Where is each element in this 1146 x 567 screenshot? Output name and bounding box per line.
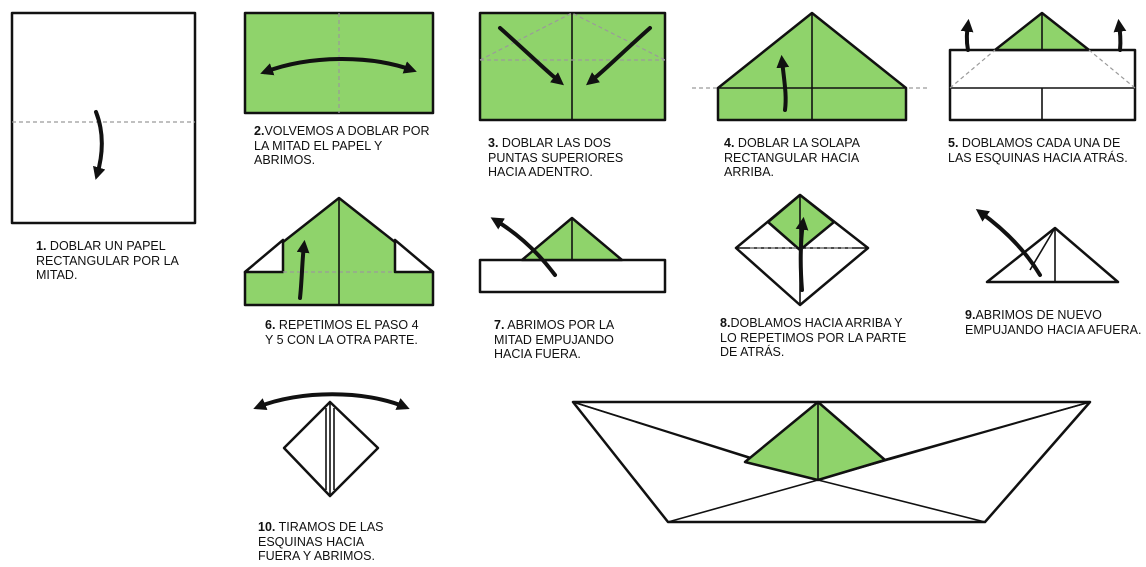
fold-up-arrow-icon: [776, 54, 790, 112]
step-2-figure: [243, 11, 435, 115]
step-5-caption: 5. DOBLAMOS CADA UNA DE LAS ESQUINAS HAC…: [948, 136, 1128, 165]
step-6-figure: [243, 196, 435, 307]
fold-down-arrow-icon: [93, 110, 106, 180]
final-boat-figure: [571, 400, 1092, 524]
step-10-figure: [253, 392, 410, 498]
step-8-figure: [734, 193, 870, 307]
corner-back-right-arrow-icon: [1113, 18, 1127, 52]
push-out-arrow-icon: [975, 209, 1042, 277]
step-6-caption: 6. REPETIMOS EL PASO 4 Y 5 CON LA OTRA P…: [265, 318, 419, 347]
double-arrow-icon: [260, 57, 417, 76]
step-9-figure: [975, 209, 1120, 284]
step-3-caption: 3. DOBLAR LAS DOS PUNTAS SUPERIORES HACI…: [488, 136, 624, 179]
fold-up-arrow-icon: [795, 216, 809, 292]
step-1-caption: 1. DOBLAR UN PAPEL RECTANGULAR POR LA MI…: [36, 239, 179, 282]
step-4-caption: 4. DOBLAR LA SOLAPA RECTANGULAR HACIA AR…: [724, 136, 860, 179]
step-8-caption: 8.DOBLAMOS HACIA ARRIBA Y LO REPETIMOS P…: [720, 316, 907, 359]
step-9-caption: 9.ABRIMOS DE NUEVO EMPUJANDO HACIA AFUER…: [965, 308, 1142, 337]
step-10-caption: 10. TIRAMOS DE LAS ESQUINAS HACIA FUERA …: [258, 520, 384, 563]
fold-in-right-arrow-icon: [586, 26, 652, 86]
step-4-figure: [692, 11, 930, 122]
corner-back-left-arrow-icon: [960, 18, 974, 52]
fold-in-left-arrow-icon: [498, 26, 564, 86]
step-2-caption: 2.VOLVEMOS A DOBLAR POR LA MITAD EL PAPE…: [254, 124, 430, 167]
step-5-figure: [948, 11, 1137, 122]
step-1-figure: [10, 11, 197, 225]
push-out-arrow-icon: [490, 217, 557, 277]
step-7-figure: [478, 216, 667, 294]
fold-up-arrow-icon: [296, 239, 310, 300]
pull-corners-arrow-icon: [253, 392, 410, 411]
step-7-caption: 7. ABRIMOS POR LA MITAD EMPUJANDO HACIA …: [494, 318, 614, 361]
step-3-figure: [478, 11, 667, 122]
